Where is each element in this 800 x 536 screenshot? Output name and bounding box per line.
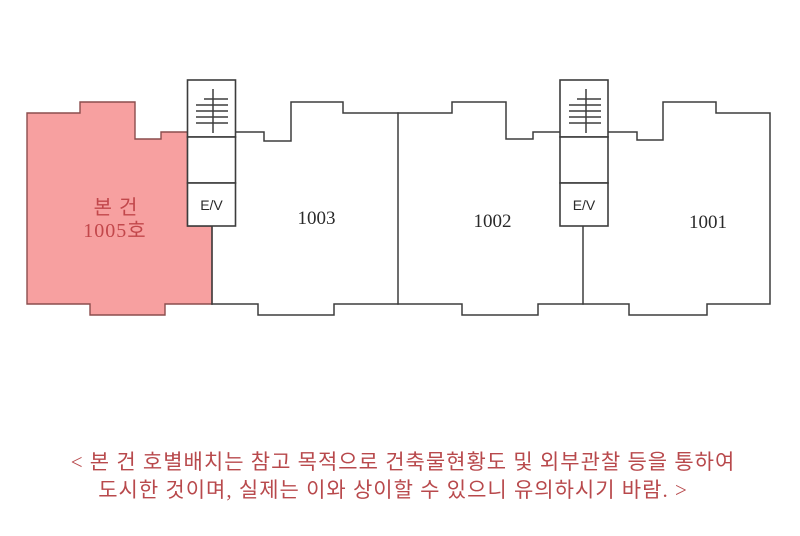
lobby-box-1 <box>186 136 237 184</box>
unit-1003-label: 1003 <box>298 208 336 229</box>
unit-1001-label: 1001 <box>689 212 727 233</box>
elevator-label-1: E/V <box>200 197 223 213</box>
stairs-icon <box>569 89 601 133</box>
elevator-label-2: E/V <box>573 197 596 213</box>
caption: < 본 건 호별배치는 참고 목적으로 건축물현황도 및 외부관찰 등을 통하여… <box>71 450 736 502</box>
caption-line-1: < 본 건 호별배치는 참고 목적으로 건축물현황도 및 외부관찰 등을 통하여 <box>71 450 736 474</box>
elevator-box-1 <box>186 182 237 227</box>
stairwell-box-1 <box>186 79 237 138</box>
building-outline-right-bottom <box>211 101 771 316</box>
caption-line-2: 도시한 것이며, 실제는 이와 상이할 수 있으니 유의하시기 바람. > <box>98 478 688 502</box>
stairwell-box-2 <box>559 79 609 138</box>
unit-1005-name-label: 본 건 <box>94 196 139 219</box>
stairs-icon <box>196 89 228 133</box>
unit-1005-number-label: 1005호 <box>83 220 146 242</box>
unit-1002-label: 1002 <box>474 211 512 232</box>
lobby-box-2 <box>559 136 609 184</box>
elevator-column-1: E/V <box>186 79 237 227</box>
elevator-box-2 <box>559 182 609 227</box>
elevator-column-2: E/V <box>559 79 609 227</box>
